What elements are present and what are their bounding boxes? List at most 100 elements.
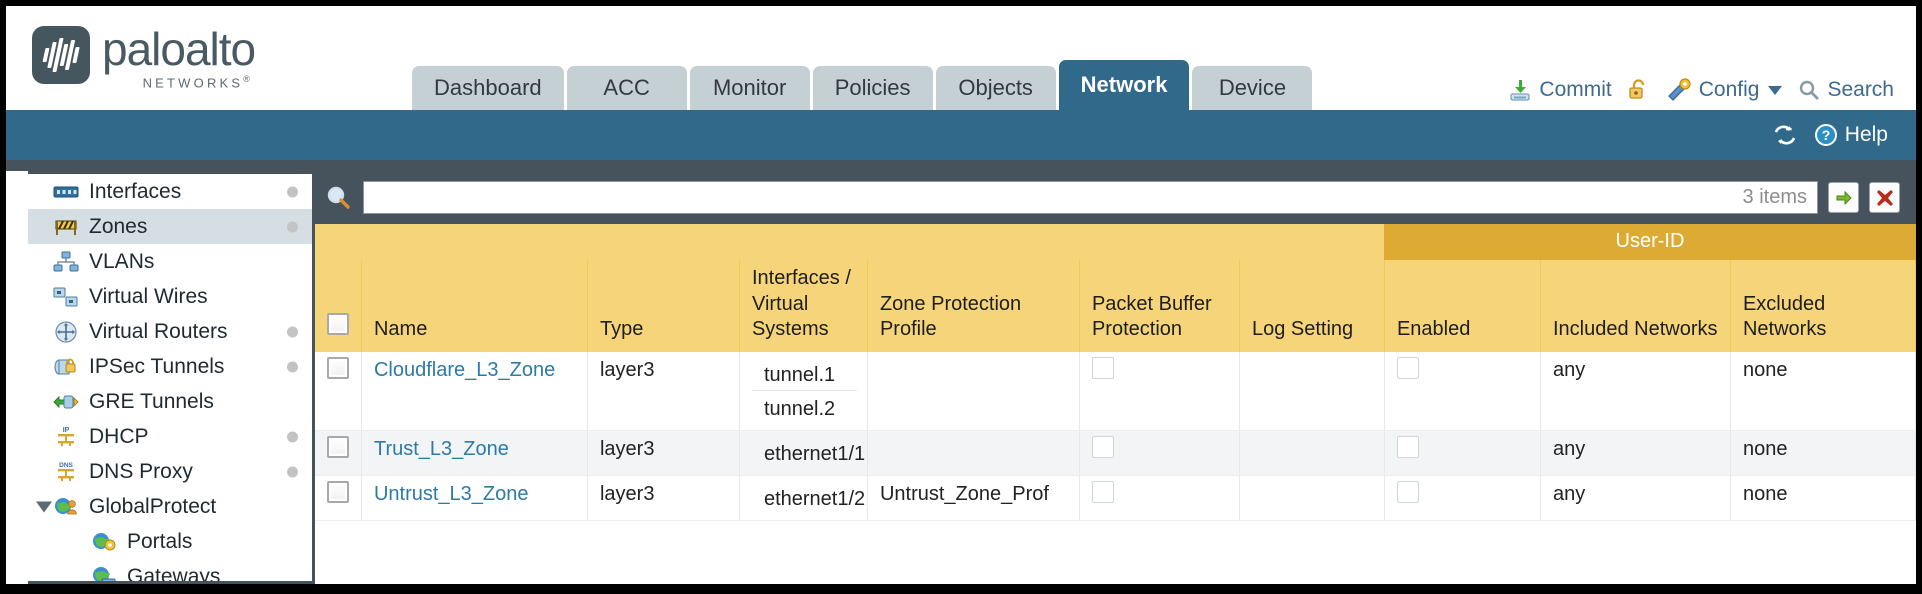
sidebar-item-portals[interactable]: Portals [28,524,312,559]
select-all-header [315,260,362,352]
search-button[interactable]: Search [1798,78,1894,102]
cell-type: layer3 [587,430,740,476]
help-label: Help [1844,123,1888,146]
sidebar-item-virtual-routers[interactable]: Virtual Routers [28,314,312,349]
sidebar-item-gateways[interactable]: Gateways [28,559,312,581]
header-included-networks[interactable]: Included Networks [1540,260,1731,352]
commit-button[interactable]: Commit [1508,78,1612,102]
sidebar-status-dot [287,221,299,232]
sidebar-item-label: GlobalProtect [89,494,217,518]
tab-dashboard[interactable]: Dashboard [412,66,564,110]
user-id-enabled-checkbox[interactable] [1396,356,1419,379]
zone-name-link[interactable]: Cloudflare_L3_Zone [373,358,556,381]
row-select-checkbox[interactable] [327,356,350,379]
expand-collapse-triangle-icon[interactable] [36,501,52,512]
table-row[interactable]: Cloudflare_L3_Zone layer3 tunnel.1 tunne… [315,351,1916,431]
sidebar-item-globalprotect[interactable]: GlobalProtect [28,489,312,524]
tab-device[interactable]: Device [1192,66,1313,110]
cell-packet-buffer-protection [1079,430,1240,476]
gre-tunnels-icon [52,390,80,414]
table-row[interactable]: Trust_L3_Zone layer3 ethernet1/1 [315,430,1916,476]
sidebar-item-ipsec-tunnels[interactable]: IPSec Tunnels [28,349,312,384]
cell-zone-protection-profile [867,351,1080,431]
header-user-id-enabled[interactable]: Enabled [1384,260,1541,352]
user-id-enabled-checkbox[interactable] [1396,435,1419,458]
config-label: Config [1698,78,1760,101]
cell-user-id-enabled [1384,351,1541,431]
search-icon [1798,79,1820,101]
filter-search-icon[interactable] [325,184,353,212]
table-row[interactable]: Untrust_L3_Zone layer3 ethernet1/2 Untru… [315,475,1916,521]
header-type[interactable]: Type [587,260,740,352]
cell-type: layer3 [587,351,740,431]
cell-interfaces: ethernet1/1 [739,430,868,476]
sidebar-item-label: IPSec Tunnels [89,354,225,378]
svg-text:DNS: DNS [59,462,73,469]
zone-name-link[interactable]: Untrust_L3_Zone [373,482,529,505]
refresh-button[interactable] [1772,123,1798,147]
sidebar-item-virtual-wires[interactable]: Virtual Wires [28,279,312,314]
sidebar-status-dot [287,466,299,477]
app-body: Interfaces Zones VLANs Vir [6,171,1916,584]
packet-buffer-protection-checkbox[interactable] [1091,356,1114,379]
tab-acc[interactable]: ACC [566,66,687,110]
cell-excluded-networks: none [1730,430,1916,476]
interface-entry: ethernet1/2 [763,487,866,510]
row-select-cell [315,430,362,476]
sidebar-item-interfaces[interactable]: Interfaces [28,174,312,209]
chevron-down-icon [1768,85,1783,95]
sidebar-item-gre-tunnels[interactable]: GRE Tunnels [28,384,312,419]
zones-icon [52,215,80,239]
zones-table: User-ID Name Type Interfaces / Virtual S… [315,224,1916,521]
header-excluded-networks[interactable]: Excluded Networks [1730,260,1916,352]
filter-input[interactable]: 3 items [363,181,1818,214]
sidebar-item-label: DNS Proxy [89,459,193,483]
sidebar-item-label: VLANs [89,249,155,273]
user-id-enabled-checkbox[interactable] [1396,480,1419,503]
sidebar-item-label: DHCP [89,424,149,448]
sidebar-item-dns-proxy[interactable]: DNS DNS Proxy [28,454,312,489]
cell-user-id-enabled [1384,430,1541,476]
tab-monitor[interactable]: Monitor [689,66,810,110]
interface-entry: ethernet1/1 [763,442,866,465]
select-all-checkbox[interactable] [327,313,350,336]
config-dropdown[interactable]: Config [1666,78,1783,102]
dhcp-icon: IP [52,425,80,449]
row-select-checkbox[interactable] [327,480,350,503]
sidebar-item-zones[interactable]: Zones [28,209,313,244]
sidebar-item-label: Virtual Routers [89,319,228,343]
unlock-button[interactable] [1628,78,1650,102]
sidebar-item-dhcp[interactable]: IP DHCP [28,419,312,454]
clear-filter-button[interactable] [1869,182,1900,213]
cell-interfaces: tunnel.1 tunnel.2 [739,351,868,431]
packet-buffer-protection-checkbox[interactable] [1091,480,1114,503]
tab-policies[interactable]: Policies [812,66,933,110]
zones-table-head: User-ID Name Type Interfaces / Virtual S… [315,224,1916,352]
tab-objects[interactable]: Objects [935,66,1056,110]
zone-name-link[interactable]: Trust_L3_Zone [373,437,509,460]
row-select-cell [315,475,362,521]
group-header-user-id: User-ID [1384,224,1916,260]
dns-proxy-icon: DNS [52,460,80,484]
brand-subtitle: NETWORKS® [142,74,254,91]
row-select-checkbox[interactable] [327,435,350,458]
sidebar-status-dot [287,361,299,372]
apply-filter-button[interactable] [1828,182,1859,213]
header-zone-protection-profile[interactable]: Zone Protection Profile [867,260,1080,352]
header-interfaces-virtual-systems[interactable]: Interfaces / Virtual Systems [739,260,868,352]
help-question-icon: ? [1814,123,1838,147]
header-log-setting[interactable]: Log Setting [1239,260,1385,352]
network-sidebar: Interfaces Zones VLANs Vir [28,171,316,584]
cell-name: Untrust_L3_Zone [361,475,588,521]
apply-filter-arrow-icon [1834,188,1854,208]
paloalto-logo[interactable]: paloalto NETWORKS® [32,26,256,91]
header-packet-buffer-protection[interactable]: Packet Buffer Protection [1079,260,1240,352]
sidebar-item-label: Virtual Wires [89,284,208,308]
tab-network[interactable]: Network [1058,60,1190,110]
sidebar-item-vlans[interactable]: VLANs [28,244,312,279]
help-button[interactable]: ? Help [1814,123,1888,147]
interfaces-icon [52,180,80,204]
packet-buffer-protection-checkbox[interactable] [1091,435,1114,458]
group-header-row: User-ID [315,224,1916,260]
header-name[interactable]: Name [361,260,588,352]
